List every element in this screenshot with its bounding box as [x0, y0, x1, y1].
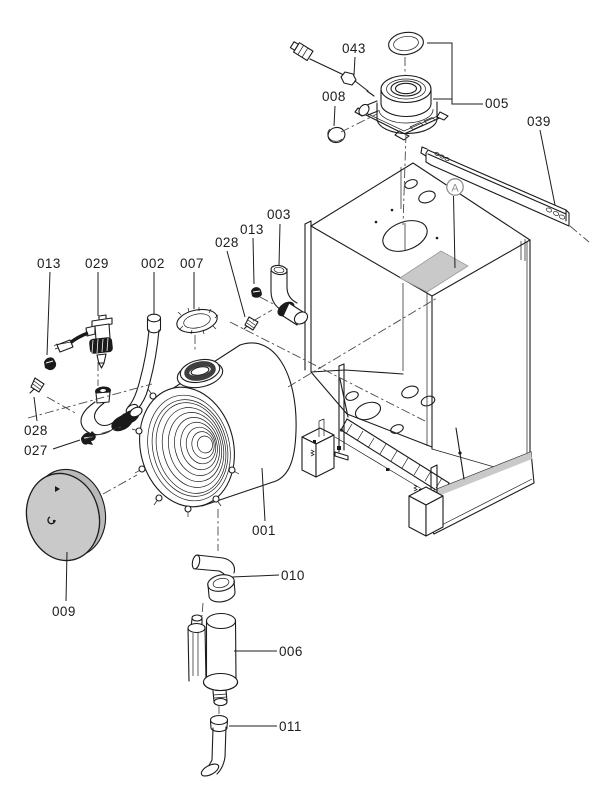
part-028-sensor-left [29, 377, 45, 394]
callout-002: 002 [141, 256, 165, 271]
part-013-clip-upper [251, 287, 262, 298]
flange-studs [131, 388, 240, 517]
chassis-casing [301, 162, 535, 537]
callout-029: 029 [85, 256, 109, 271]
callout-007: 007 [180, 256, 204, 271]
callout-009: 009 [52, 604, 76, 619]
callout-011: 011 [279, 719, 302, 734]
part-007-gasket [176, 307, 219, 335]
part-006-condensate-trap [187, 612, 239, 707]
leader-lines [33, 42, 556, 727]
marker-a: A [446, 178, 464, 269]
part-039-mounting-rail [420, 146, 570, 227]
type-label-plate [399, 250, 469, 293]
part-011-drain-hose [200, 714, 229, 777]
callout-043: 043 [342, 41, 366, 56]
callout-003: 003 [267, 207, 291, 222]
marker-a-label: A [451, 183, 459, 195]
part-013-clip-left [44, 357, 57, 371]
callout-006: 006 [279, 644, 303, 659]
callout-013-upper: 013 [240, 222, 264, 237]
pipe-fittings [80, 386, 143, 436]
axis-lines [27, 57, 590, 716]
part-005-flue-collar [354, 74, 449, 141]
callout-028-upper: 028 [215, 235, 239, 250]
part-009-front-insulation-disc [25, 468, 107, 562]
callout-008: 008 [322, 89, 346, 104]
part-043-temperature-sensor [289, 41, 375, 97]
part-029-valve [53, 314, 113, 369]
part-001-heat-exchanger-cylinder [131, 342, 297, 517]
part-010-siphon-elbow [191, 554, 236, 603]
callout-039: 039 [527, 114, 551, 129]
callout-013-left: 013 [37, 256, 61, 271]
callout-027: 027 [24, 443, 48, 458]
part-008-cap [327, 126, 346, 144]
callout-010: 010 [281, 568, 305, 583]
callout-001: 001 [252, 523, 276, 538]
part-005-sealing-ring [388, 31, 424, 56]
callout-028-left: 028 [24, 423, 48, 438]
part-003-elbow [270, 264, 309, 326]
callout-005: 005 [485, 96, 509, 111]
